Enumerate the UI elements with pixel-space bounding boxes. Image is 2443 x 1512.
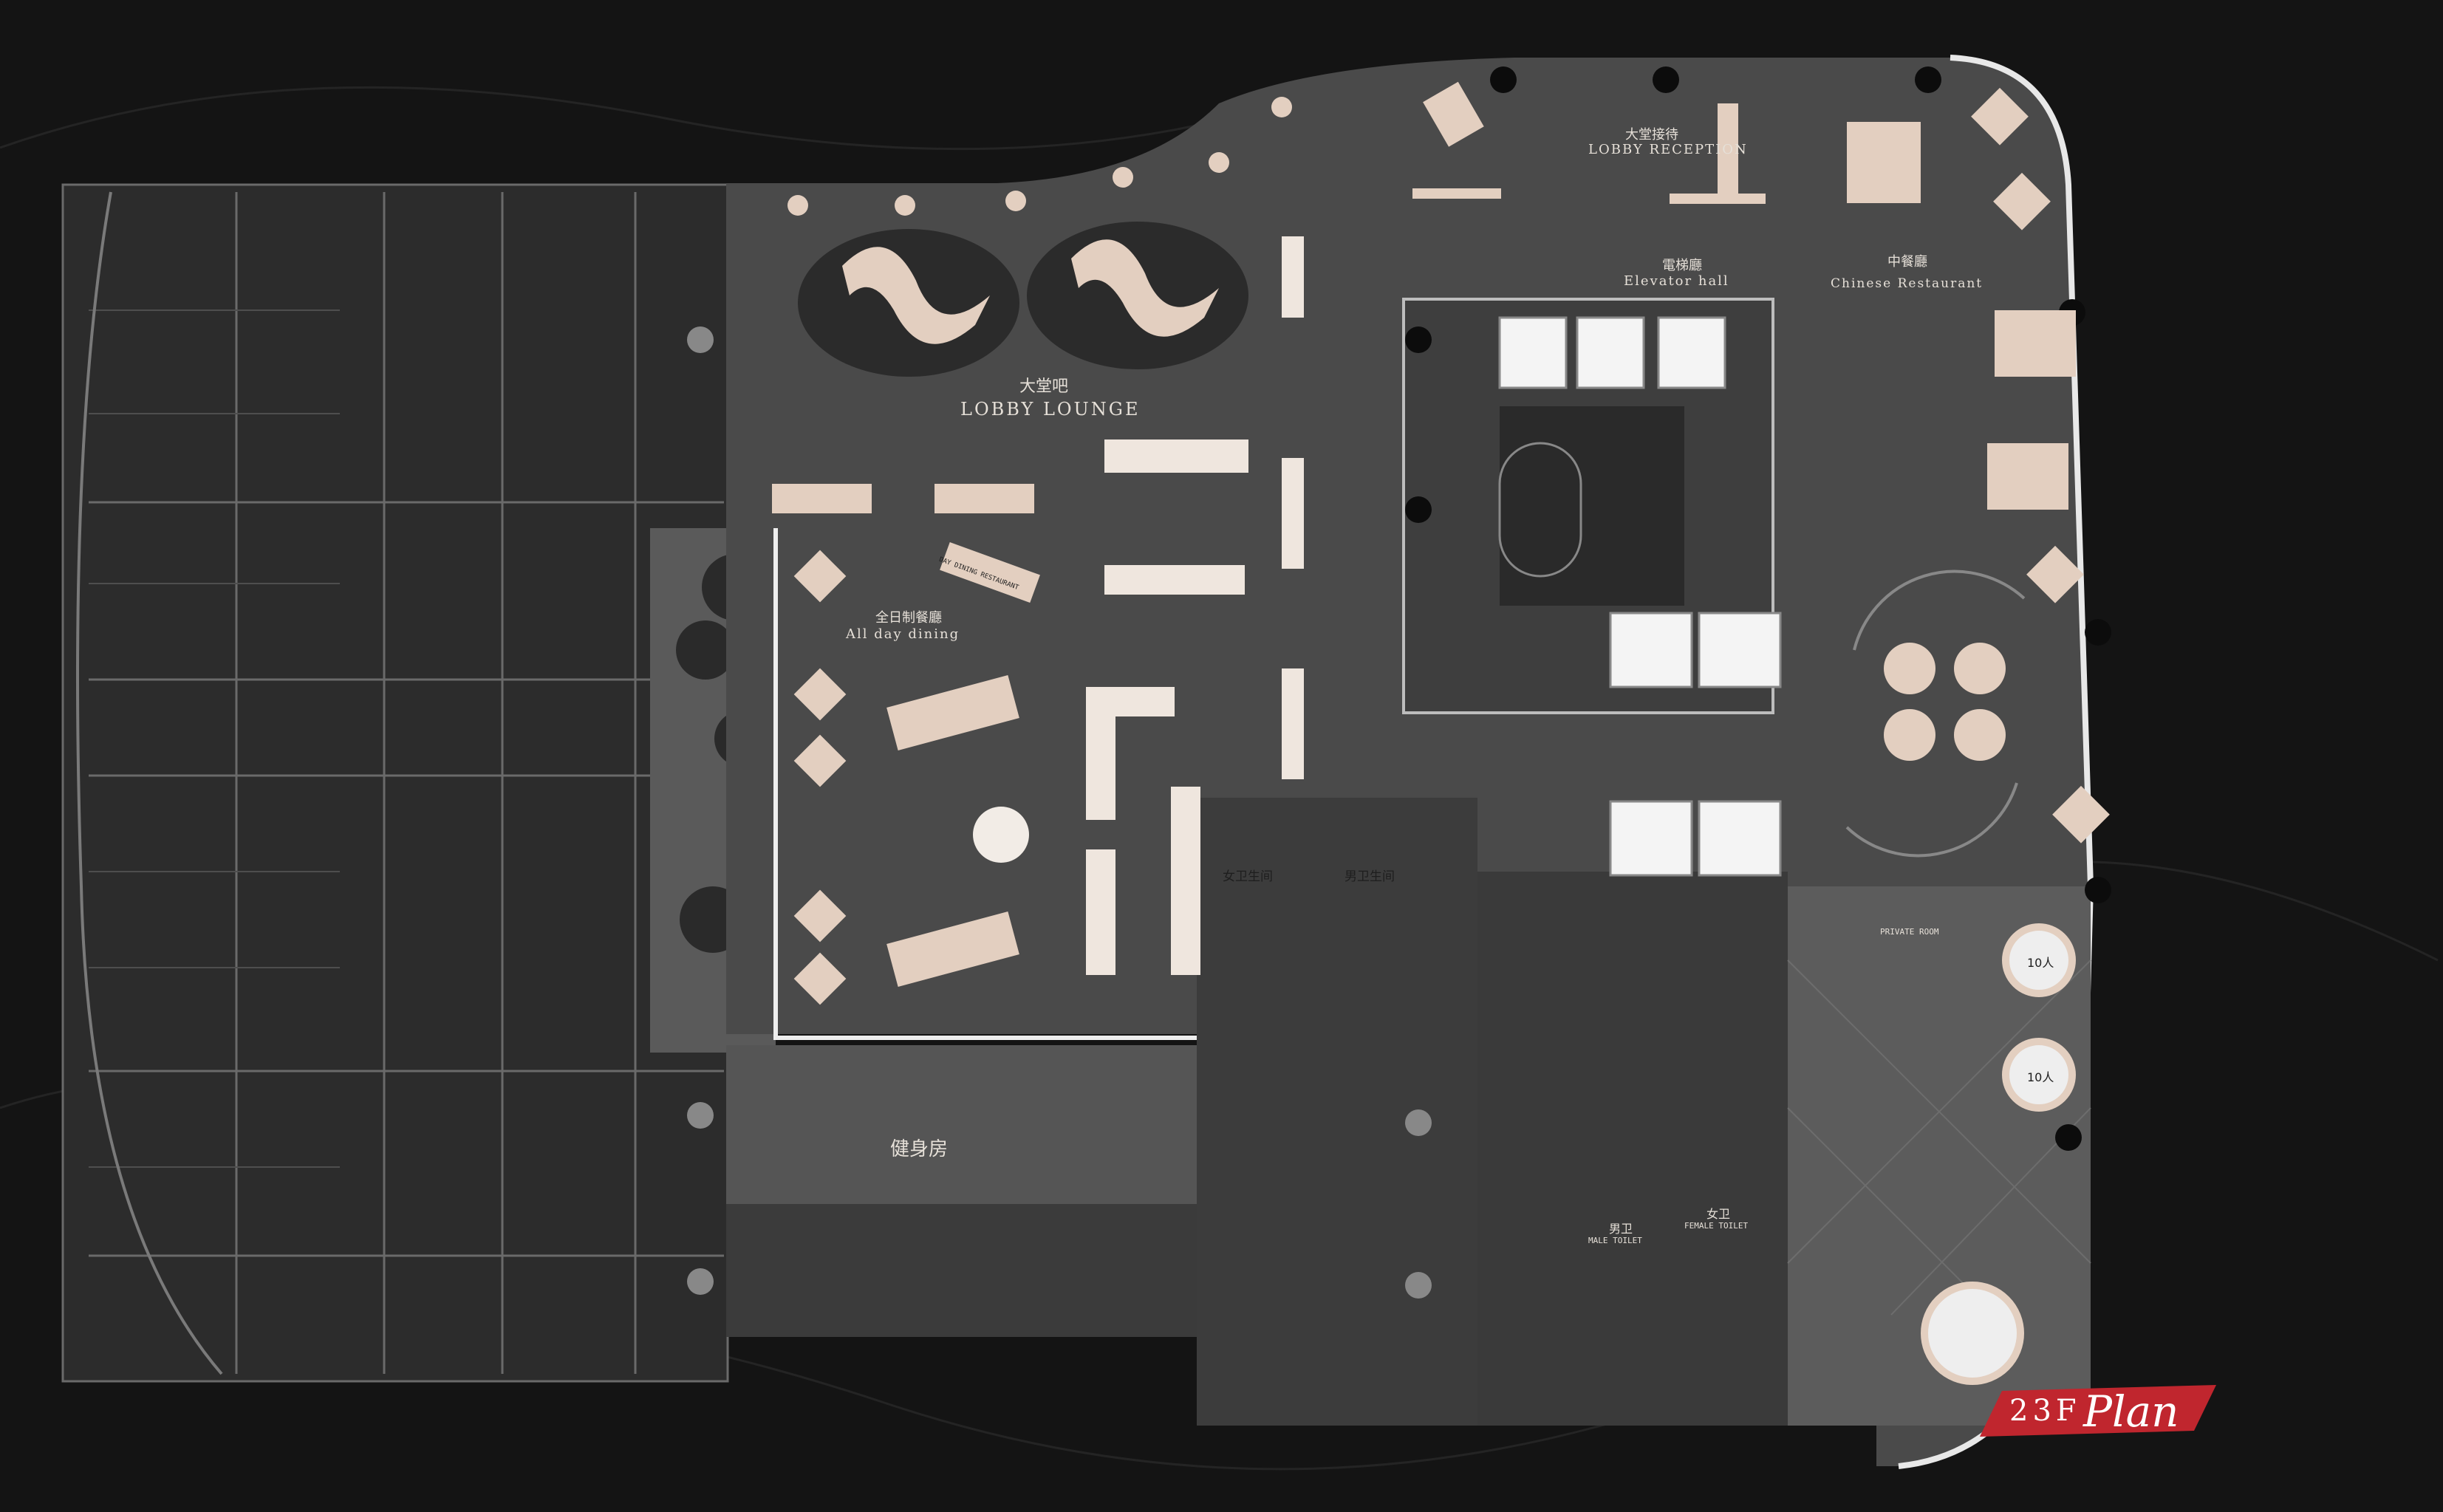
female-toilet-label-en: FEMALE TOILET <box>1684 1221 1749 1231</box>
chinese-restaurant-label-en: Chinese Restaurant <box>1831 276 1984 291</box>
female-wc-label: 女卫生间 <box>1223 869 1273 884</box>
chinese-restaurant-label-cn: 中餐廳 <box>1887 254 1927 270</box>
private-room-label: PRIVATE ROOM <box>1880 927 1939 937</box>
female-toilet-label-cn: 女卫 <box>1706 1207 1731 1221</box>
lobby-lounge-label-en: LOBBY LOUNGE <box>960 399 1141 420</box>
elevator-hall-label-en: Elevator hall <box>1624 273 1729 289</box>
floor-title-badge: 23F Plan <box>1980 1385 2216 1437</box>
plan-word: Plan <box>2083 1386 2179 1437</box>
grey-columns <box>687 326 1432 1299</box>
badge-ribbon-icon <box>1980 1385 2216 1437</box>
restaurant-tables <box>1845 87 2110 1385</box>
lobby-reception-label-en: LOBBY RECEPTION <box>1588 142 1748 157</box>
male-toilet-label-en: MALE TOILET <box>1588 1236 1642 1245</box>
tree-icon <box>676 620 735 680</box>
columns <box>1405 66 2111 1151</box>
lounge-seating <box>787 97 1292 377</box>
main-floor <box>726 55 2094 1469</box>
all-day-dining-label-en: All day dining <box>846 626 960 642</box>
lobby-reception-label-cn: 大堂接待 <box>1625 127 1678 143</box>
table-10-label-a: 10人 <box>2027 956 2054 970</box>
lobby-lounge-label-cn: 大堂吧 <box>1019 377 1069 396</box>
table-10-label-b: 10人 <box>2027 1070 2054 1084</box>
elevator-hall-label-cn: 電梯廳 <box>1662 258 1702 273</box>
left-wing <box>61 183 729 1383</box>
all-day-dining-label-cn: 全日制餐廳 <box>875 610 942 626</box>
floor-number: 23F <box>2009 1394 2081 1428</box>
male-toilet-label-cn: 男卫 <box>1609 1222 1633 1236</box>
gym-label: 健身房 <box>890 1138 949 1160</box>
male-wc-label: 男卫生间 <box>1344 869 1395 884</box>
reception-desk <box>1412 81 1766 204</box>
dining-tables <box>772 484 1040 1005</box>
bar-counters <box>1086 236 1304 975</box>
